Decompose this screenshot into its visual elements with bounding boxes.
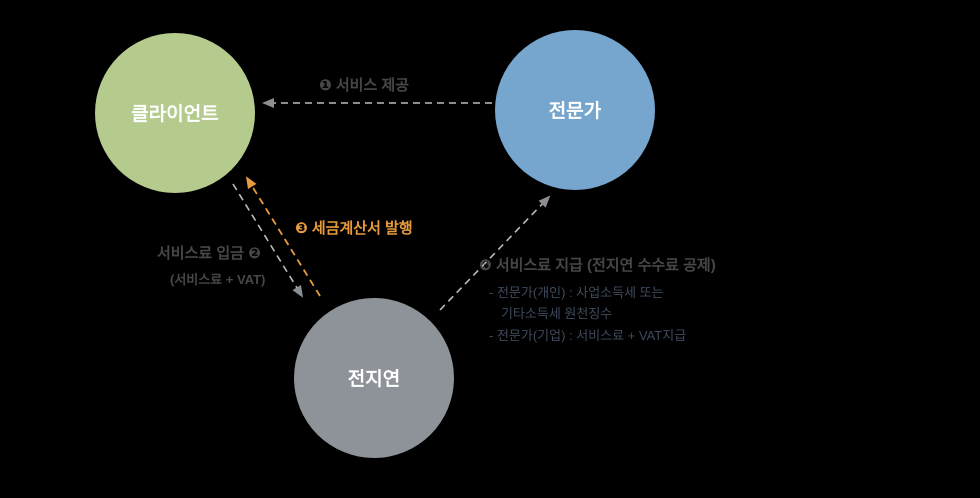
edge-fee-payment-detail-3: - 전문가(기업) : 서비스료 + VAT지급 [489,328,686,343]
edge-fee-payment-detail-1: - 전문가(개인) : 사업소득세 또는 [489,285,664,300]
node-platform-label: 전지연 [348,368,400,390]
edge-fee-deposit-sublabel: (서비스료 + VAT) [170,272,265,287]
edge-fee-payment-label: ❹ 서비스료 지급 (전지연 수수료 공제) [479,257,716,274]
node-platform-circle [294,298,454,458]
node-client-circle [95,33,255,193]
edge-fee-deposit-arrow [232,183,304,298]
node-client-label: 클라이언트 [131,103,218,125]
node-expert-circle [495,30,655,190]
edge-fee-payment-arrow [439,195,551,311]
edge-fee-deposit-label: 서비스료 입금 ❷ [157,245,261,262]
edge-fee-payment-detail-2: 기타소득세 원천징수 [501,306,612,321]
edge-service-provide-label: ❶ 서비스 제공 [319,77,409,94]
node-expert-label: 전문가 [549,100,602,122]
edge-tax-invoice-label: ❸ 세금계산서 발행 [295,220,413,237]
